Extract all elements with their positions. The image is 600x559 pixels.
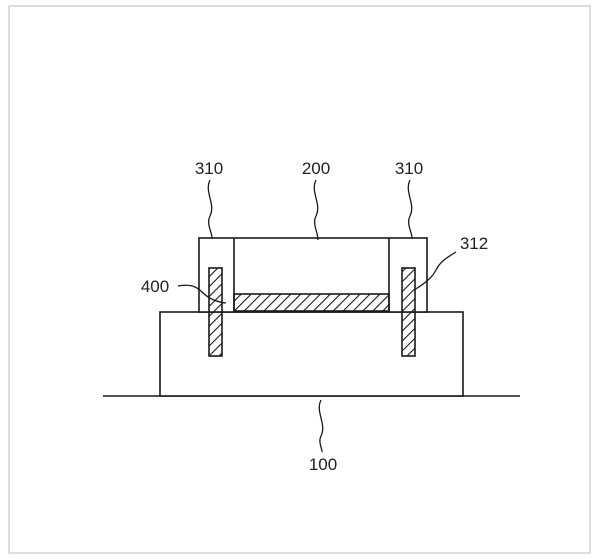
leader-line-200 — [313, 179, 319, 241]
label-310-right: 310 — [395, 159, 423, 178]
label-200: 200 — [302, 159, 330, 178]
hatched-layer-400 — [233, 293, 390, 312]
label-400: 400 — [141, 277, 169, 296]
leader-line-312 — [413, 251, 457, 291]
right-pin — [401, 267, 416, 357]
label-310-left: 310 — [195, 159, 223, 178]
leader-line-400 — [177, 284, 227, 304]
leader-line-310-right — [407, 179, 413, 239]
leader-line-100 — [318, 399, 324, 453]
leader-line-310-left — [207, 179, 213, 239]
figure-frame — [8, 5, 591, 554]
left-pin — [208, 267, 223, 357]
label-100: 100 — [309, 455, 337, 474]
label-312: 312 — [460, 234, 488, 253]
substrate-block — [159, 311, 464, 397]
